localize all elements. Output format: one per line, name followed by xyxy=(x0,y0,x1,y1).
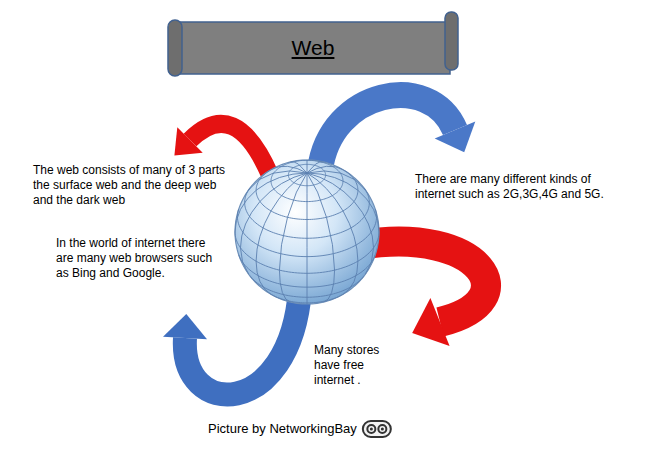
logo-frame xyxy=(363,421,391,437)
logo-pupil xyxy=(381,428,384,431)
banner-left-roll xyxy=(168,20,182,76)
logo-pupil xyxy=(370,428,373,431)
arrow-head xyxy=(435,122,476,153)
caption-text: Picture by NetworkingBay xyxy=(208,421,357,437)
networkingbay-logo xyxy=(363,421,391,437)
note-text: In the world of internet there are many … xyxy=(56,236,216,281)
blue-arrow-top-right xyxy=(320,95,475,170)
banner-right-roll xyxy=(445,12,458,70)
arrow-band xyxy=(360,242,486,322)
arrow-head xyxy=(174,127,202,155)
blue-arrow-bottom-left xyxy=(163,290,300,395)
globe xyxy=(235,160,379,304)
arrow-head xyxy=(412,298,449,346)
red-arrow-right xyxy=(360,242,486,346)
note-text: There are many different kinds of intern… xyxy=(415,172,605,202)
arrow-band xyxy=(185,290,300,395)
note-text: The web consists of many of 3 parts the … xyxy=(33,163,233,208)
logo-eye xyxy=(367,425,375,433)
banner-body xyxy=(176,22,450,74)
arrow-head xyxy=(163,314,207,339)
note-text: Many stores have free internet . xyxy=(314,343,398,388)
title-banner xyxy=(168,12,458,76)
logo-eye xyxy=(378,425,386,433)
arrow-band xyxy=(320,95,455,170)
globe-sphere xyxy=(235,160,379,304)
globe-grid xyxy=(235,160,379,304)
title-text: Web xyxy=(176,36,450,60)
